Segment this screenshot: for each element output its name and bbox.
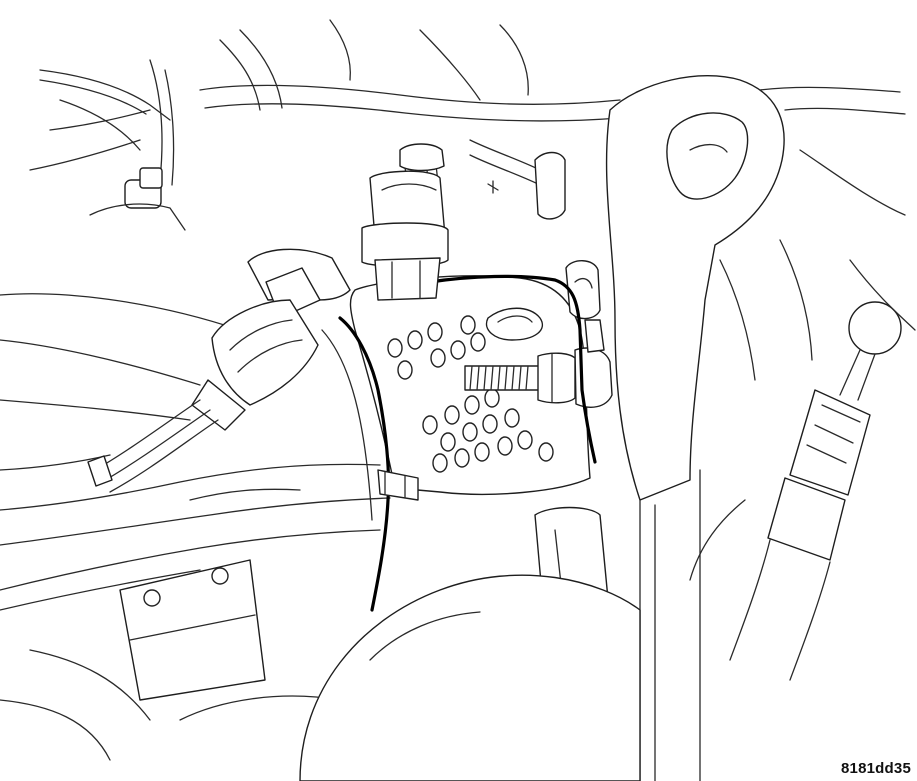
harness-clip-lower [377,469,419,501]
figure-id-label: 8181dd35 [841,760,911,777]
harness-retainer-top [469,139,566,220]
electrical-connector [361,143,449,301]
harness-connector-left [87,248,351,493]
background-components [0,19,916,781]
sensor-wiring-harness [321,274,597,612]
